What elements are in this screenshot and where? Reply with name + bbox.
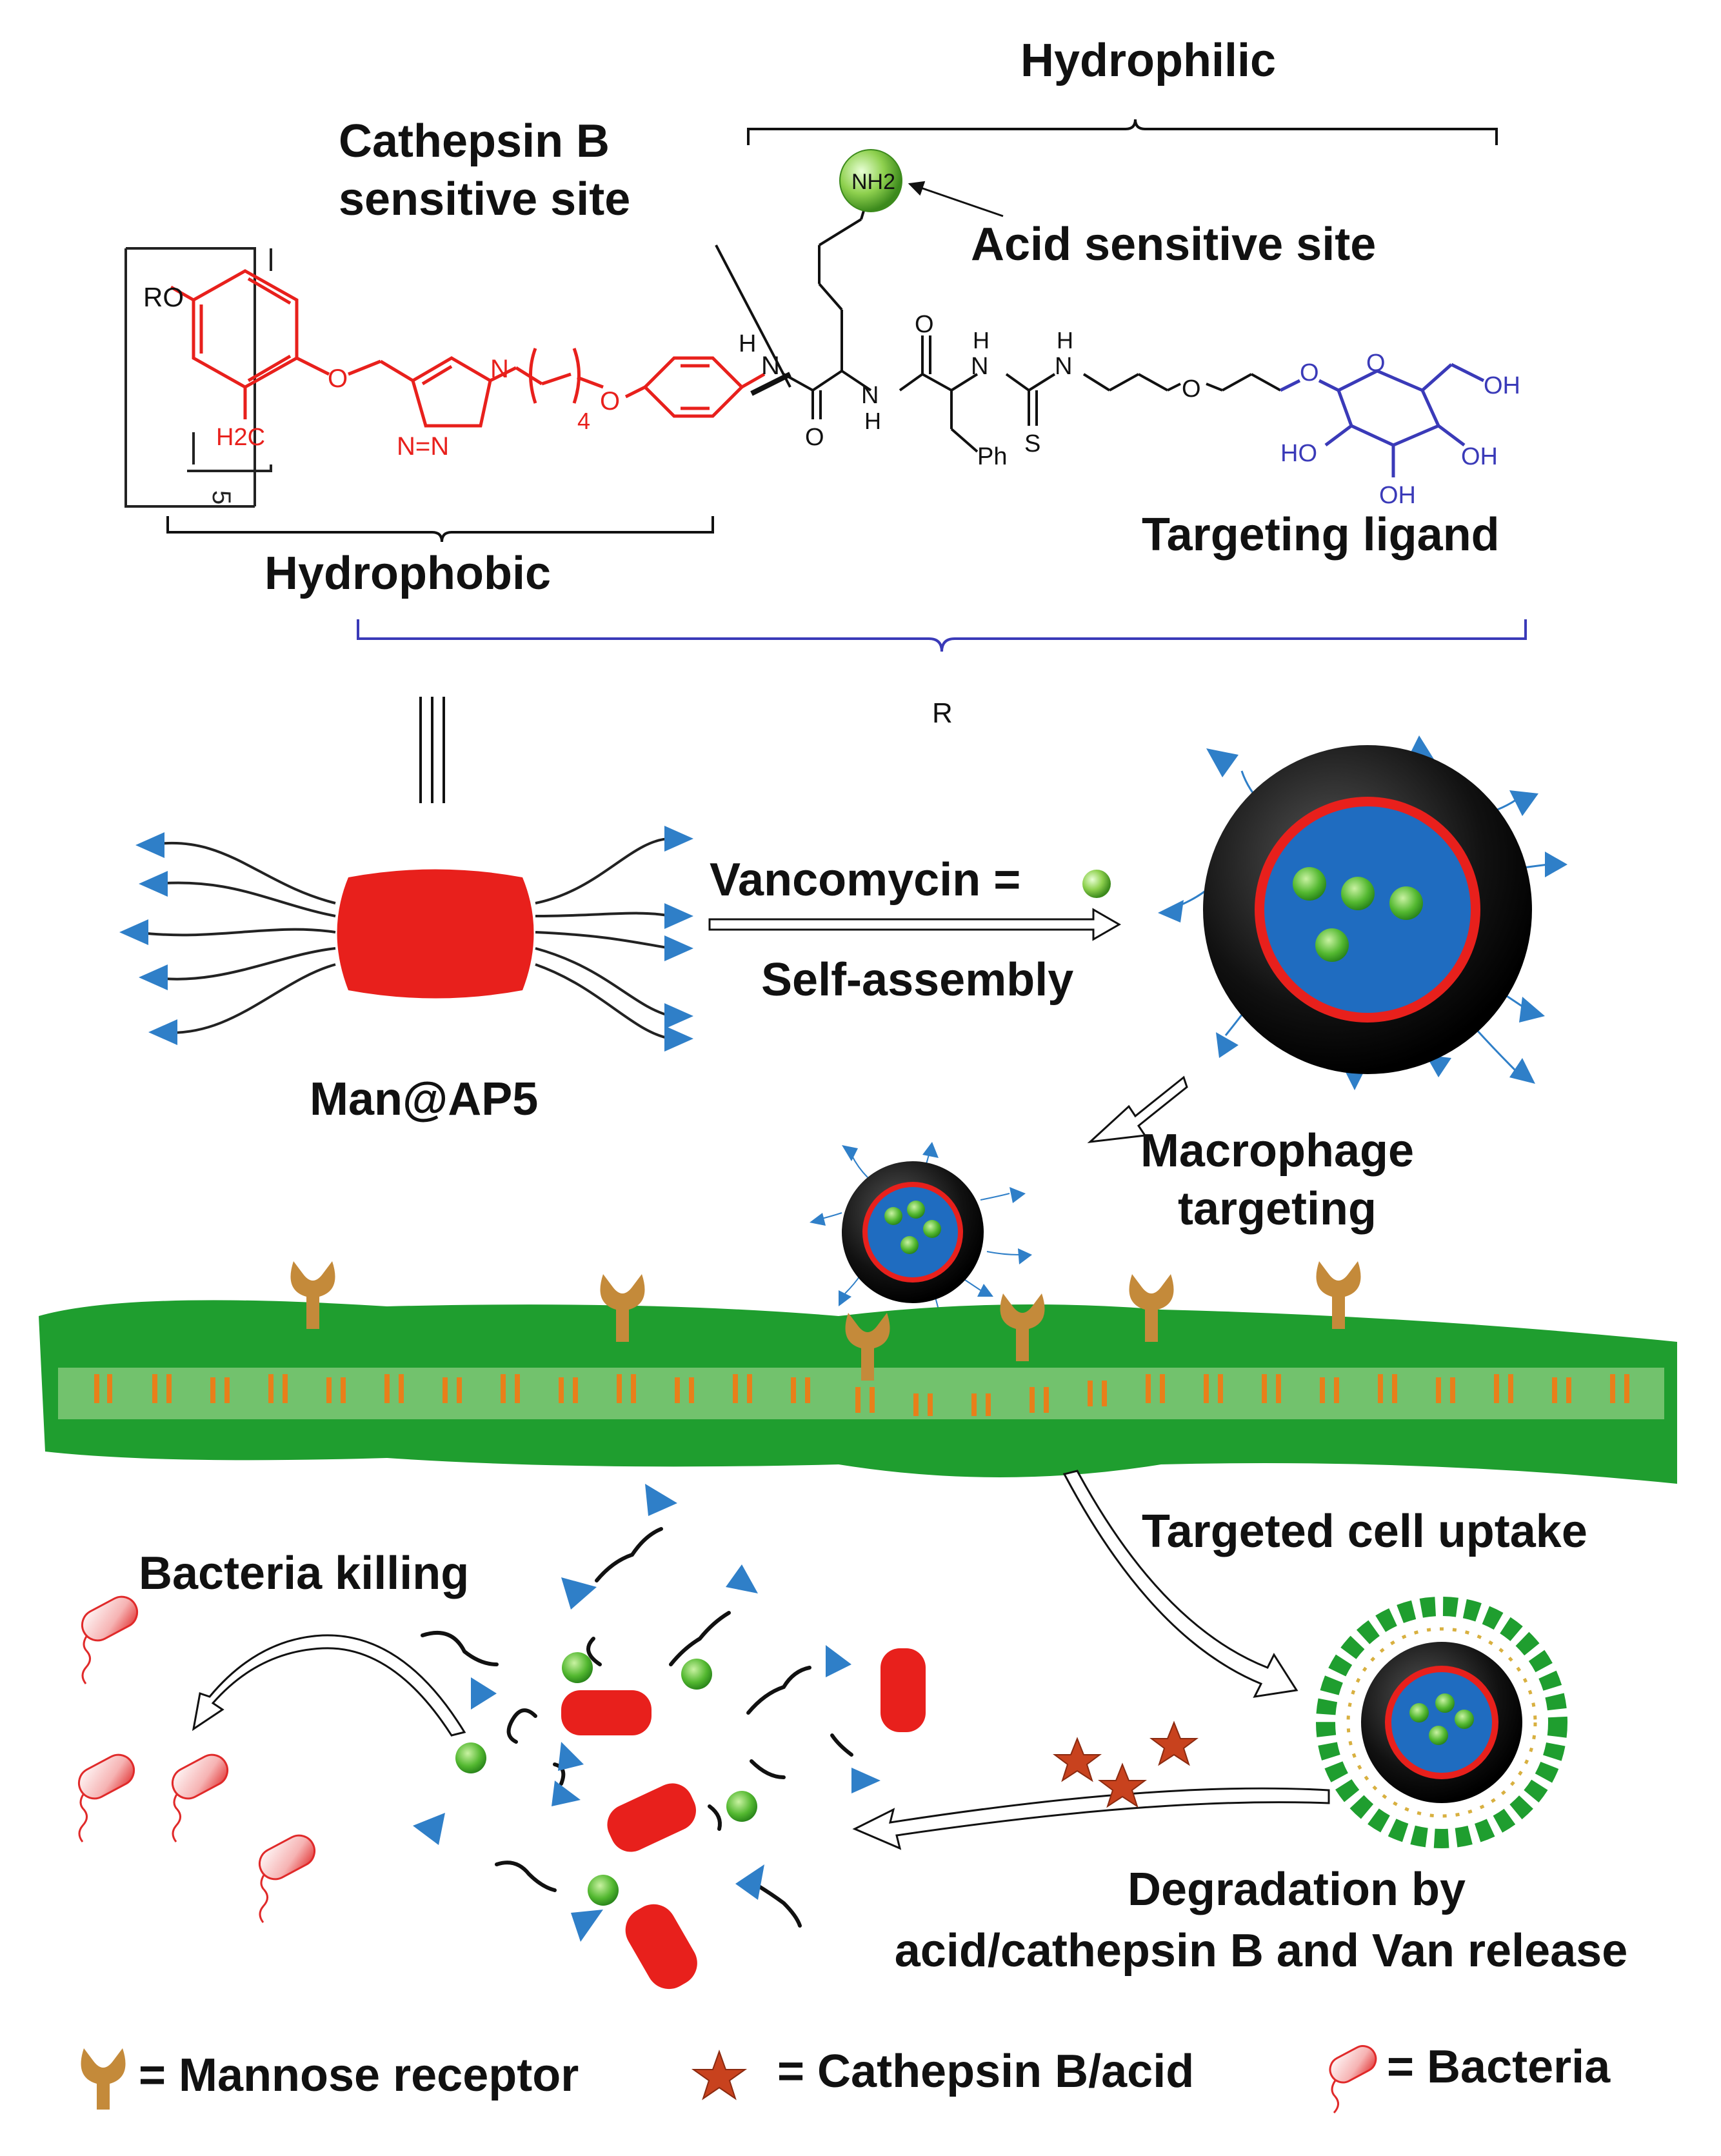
cell-membrane xyxy=(39,1300,1677,1484)
macrophage-label-1: Macrophage xyxy=(1140,1125,1415,1177)
thiourea-s-atom: S xyxy=(1024,430,1040,457)
r-brace xyxy=(357,619,1527,652)
macrophage-label-2: targeting xyxy=(1177,1183,1377,1235)
alkyl-chain xyxy=(515,348,604,404)
drug-sphere xyxy=(1293,867,1326,901)
hydrophobic-brace xyxy=(166,516,714,543)
drug-sphere xyxy=(1341,877,1375,910)
amide-h2-atom: H xyxy=(864,408,881,434)
carbonyl-o-2: O xyxy=(915,311,934,338)
hydrophilic-brace xyxy=(747,119,1498,145)
vancomycin-label: Vancomycin = xyxy=(710,854,1021,906)
phenyl-ring-red xyxy=(624,356,766,418)
legend-bacteria-label: = Bacteria xyxy=(1387,2041,1611,2093)
killing-arrow xyxy=(192,1634,466,1737)
molecule-structure: 5 RO O H2C N N=N xyxy=(124,119,1527,803)
peptide-backbone xyxy=(783,186,1281,453)
bacteria-killing-label: Bacteria killing xyxy=(139,1548,470,1599)
repeat-bracket xyxy=(124,247,272,508)
bacteria-group xyxy=(77,1595,316,1923)
amide-h-atom: H xyxy=(739,330,756,357)
targeting-arrow xyxy=(1087,1075,1188,1144)
legend-star-icon xyxy=(691,2050,748,2101)
triazole-ring xyxy=(411,356,517,428)
release-arrow xyxy=(852,1787,1330,1850)
ring-count-label: 5 xyxy=(207,490,235,504)
benzene-ring-red xyxy=(170,269,414,419)
oh-atom-3: OH xyxy=(1461,443,1498,470)
legend-receptor-icon xyxy=(81,2048,126,2110)
self-assembly-label: Self-assembly xyxy=(761,954,1074,1006)
targeting-ligand-label: Targeting ligand xyxy=(1142,509,1500,561)
glyco-o-atom: O xyxy=(1300,359,1319,386)
oh-atom-4: OH xyxy=(1379,482,1416,509)
cleavage-cut xyxy=(750,372,791,396)
thiourea-n2-atom: N xyxy=(1055,353,1072,380)
equivalence-lines xyxy=(419,697,445,803)
cathepsin-site-label-2: sensitive site xyxy=(339,174,631,225)
thiourea-h2-atom: H xyxy=(1057,327,1073,354)
mannose-receptors xyxy=(290,1261,1361,1381)
large-nanoparticle xyxy=(1158,735,1567,1090)
linker-o-atom: O xyxy=(600,387,620,415)
amide-n-atom: N xyxy=(761,352,780,380)
ether-o-atom: O xyxy=(328,364,348,393)
triazole-n2: N=N xyxy=(397,432,449,461)
legend-cathepsin-label: = Cathepsin B/acid xyxy=(777,2046,1195,2097)
endosome xyxy=(1316,1597,1567,1848)
targeted-uptake-label: Targeted cell uptake xyxy=(1142,1506,1587,1557)
degradation-label-2: acid/cathepsin B and Van release xyxy=(894,1925,1628,1977)
triazole-n1: N xyxy=(490,355,509,383)
amine-sphere xyxy=(839,149,902,212)
oh-atom-2: HO xyxy=(1280,440,1317,467)
chain-count-label: 4 xyxy=(577,408,590,434)
released-fragments xyxy=(413,1484,926,1990)
self-assembly-arrow xyxy=(708,908,1122,941)
peg-o-atom: O xyxy=(1182,375,1201,403)
vancomycin-icon xyxy=(1082,870,1111,898)
uptake-arrow xyxy=(1062,1470,1298,1698)
man-ap5-label: Man@AP5 xyxy=(310,1073,539,1125)
carbonyl-o-1: O xyxy=(805,424,824,451)
legend-receptor-label: = Mannose receptor xyxy=(139,2050,579,2101)
cleavage-line xyxy=(715,245,791,388)
legend-icons xyxy=(81,2045,1377,2114)
drug-sphere xyxy=(1389,886,1423,920)
acid-site-pointer xyxy=(908,181,1004,217)
ro-atom: RO xyxy=(143,282,184,312)
legend-bacteria-icon xyxy=(1329,2045,1377,2084)
acid-site-label: Acid sensitive site xyxy=(971,219,1377,270)
amide-n2-atom: N xyxy=(861,382,879,409)
hydrophilic-label: Hydrophilic xyxy=(1020,35,1277,86)
small-nanoparticle xyxy=(810,1142,1032,1326)
man-ap5-schematic xyxy=(119,826,693,1052)
r-label: R xyxy=(932,697,953,729)
phenyl-ph-atom: Ph xyxy=(977,443,1007,470)
hydrophobic-core xyxy=(337,869,534,999)
thiourea-n1-atom: N xyxy=(971,353,988,380)
nh2-atom: NH2 xyxy=(851,170,895,194)
mannose-ring xyxy=(1279,363,1485,477)
h2c-atom: H2C xyxy=(216,424,265,451)
degradation-label-1: Degradation by xyxy=(1127,1864,1466,1915)
cathepsin-site-label-1: Cathepsin B xyxy=(339,115,610,167)
cathepsin-stars xyxy=(1053,1721,1199,1808)
thiourea-h1-atom: H xyxy=(973,327,990,354)
ring-o-atom: O xyxy=(1366,350,1386,377)
oh-atom-1: OH xyxy=(1484,372,1520,399)
drug-sphere xyxy=(1315,928,1349,962)
hydrophobic-label: Hydrophobic xyxy=(264,548,551,599)
